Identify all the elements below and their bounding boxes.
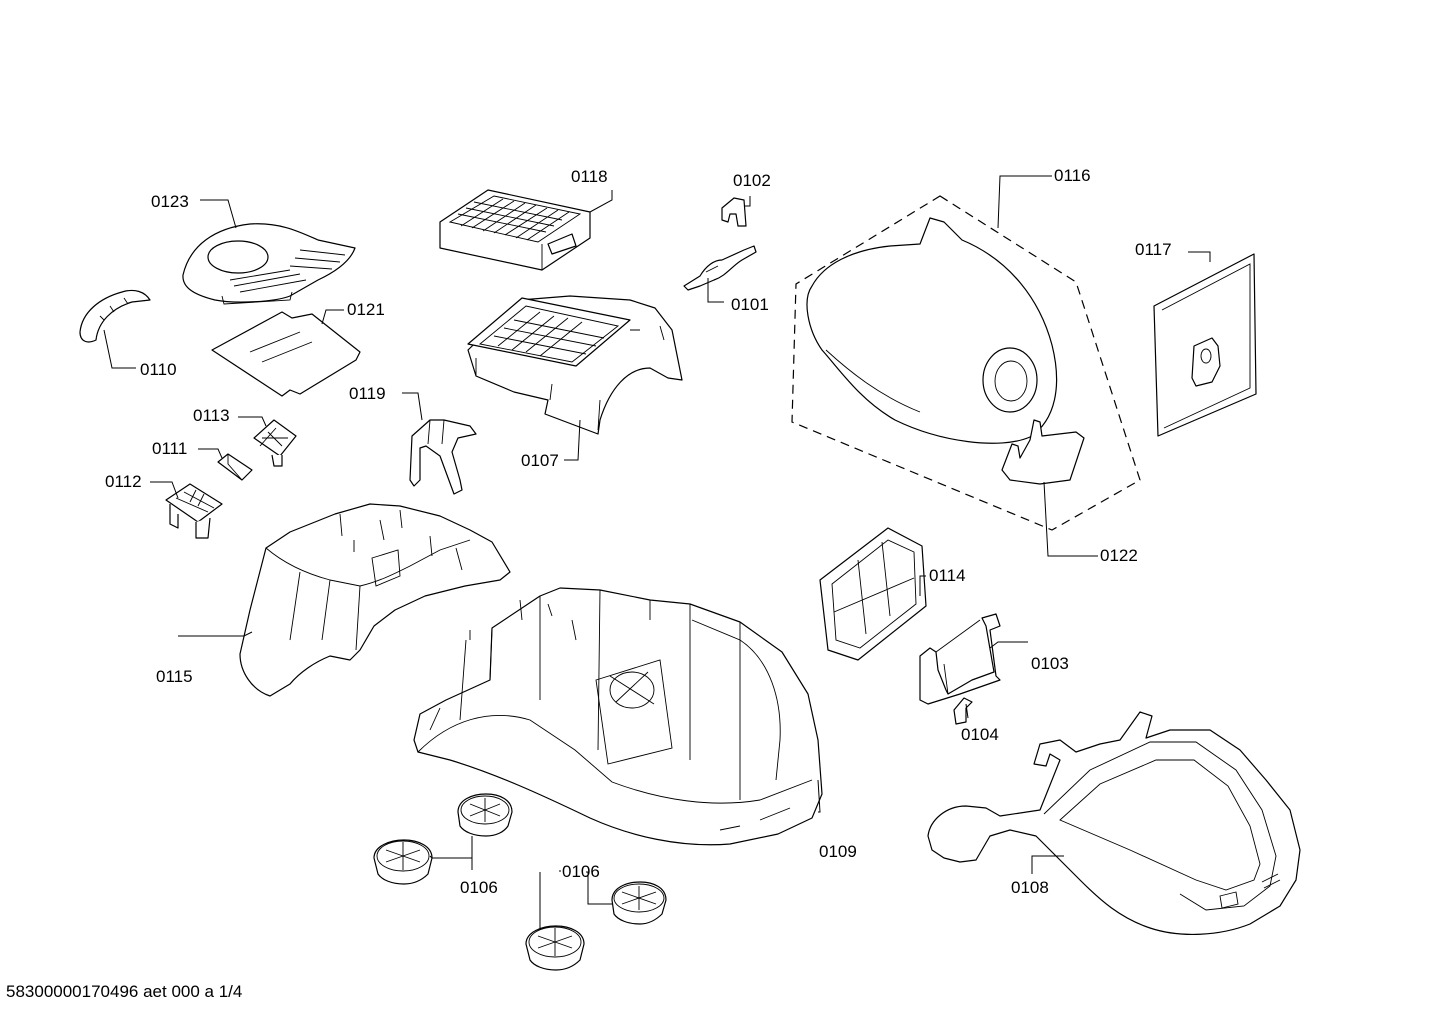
label-0118: 0118 [571, 167, 608, 186]
part-0115-drawing [239, 503, 511, 697]
part-0116-drawing [791, 195, 1141, 531]
label-0123: 0123 [151, 192, 189, 211]
part-0112-drawing [165, 483, 223, 539]
label-0119: 0119 [349, 384, 386, 403]
part-0118-drawing [439, 189, 591, 271]
part-0106-wheel-b [373, 839, 433, 885]
part-0104-drawing [953, 697, 973, 725]
label-0107: 0107 [521, 451, 559, 470]
part-0111-drawing [217, 453, 253, 481]
label-0101: 0101 [731, 295, 769, 314]
label-0121: 0121 [347, 300, 385, 319]
label-0104: 0104 [961, 725, 999, 744]
part-labels: 0118 0102 0116 0123 0117 0121 0101 0110 … [105, 166, 1172, 897]
drawing-reference-footer: 58300000170496 aet 000 a 1/4 [6, 982, 243, 1001]
leader-lines [103, 175, 1211, 930]
label-0117: 0117 [1135, 240, 1172, 259]
label-0112: 0112 [105, 472, 142, 491]
label-0110: 0110 [140, 360, 177, 379]
part-0117-drawing [1153, 253, 1257, 437]
part-0107-drawing [467, 295, 683, 435]
label-0115: 0115 [156, 667, 193, 686]
part-0106-wheel-d [525, 925, 585, 971]
label-0114: 0114 [929, 566, 966, 585]
label-0122: 0122 [1100, 546, 1138, 565]
part-0106-wheel-c [611, 881, 667, 925]
part-0123-drawing [182, 223, 356, 305]
part-0113-drawing [253, 419, 297, 467]
label-0102: 0102 [733, 171, 771, 190]
label-0108: 0108 [1011, 878, 1049, 897]
label-0116: 0116 [1054, 166, 1091, 185]
part-0110-drawing [79, 289, 151, 343]
label-0109: 0109 [819, 842, 857, 861]
part-0108-drawing [927, 711, 1301, 935]
part-0102-drawing [721, 197, 747, 227]
part-0119-drawing [409, 419, 477, 495]
part-0122-drawing [1001, 419, 1085, 485]
label-0103: 0103 [1031, 654, 1069, 673]
part-0106-wheel-a [457, 793, 513, 837]
label-0111: 0111 [152, 439, 187, 458]
part-0101-drawing [683, 245, 757, 291]
part-0103-drawing [919, 613, 1001, 705]
part-0121-drawing [211, 311, 361, 397]
part-0109-drawing [413, 587, 823, 846]
label-0106-b: 0106 [562, 862, 600, 881]
part-0114-drawing [819, 527, 927, 661]
label-0113: 0113 [193, 406, 230, 425]
label-0106-a: 0106 [460, 878, 498, 897]
